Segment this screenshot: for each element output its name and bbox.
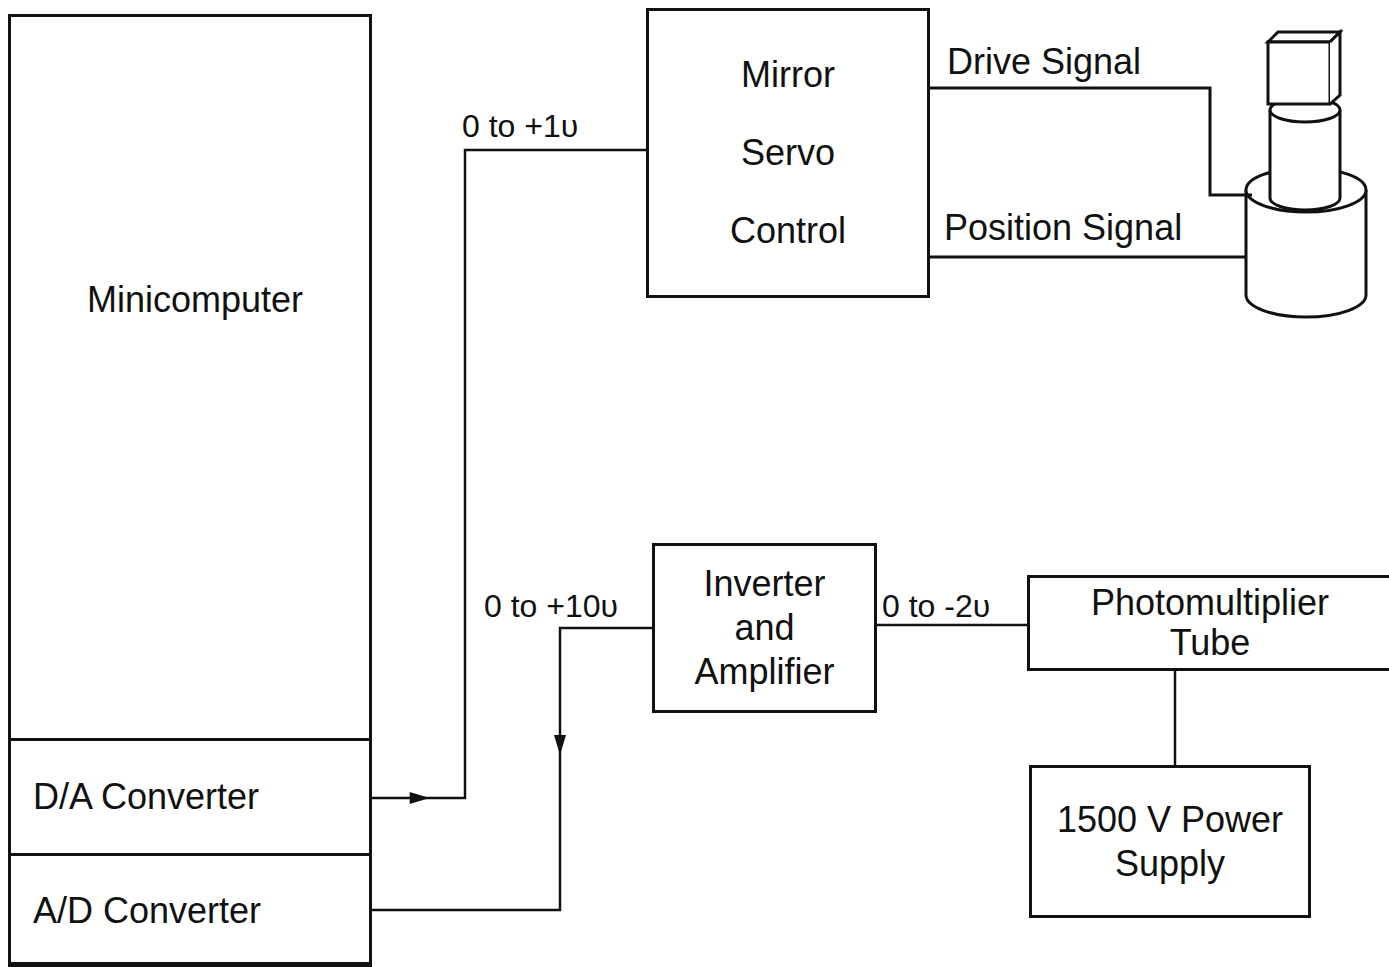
signal-connector (877, 625, 1027, 626)
box-label: 1500 V Power Supply (1055, 798, 1285, 886)
process-box: Mirror Servo Control (646, 8, 930, 298)
box-label: Inverter and Amplifier (670, 562, 860, 694)
box-label: A/D Converter (33, 890, 261, 932)
drive-wire (930, 88, 1252, 195)
connector-line (1174, 671, 1177, 765)
box-label: Minicomputer (87, 279, 303, 321)
signal-name: Drive Signal (945, 44, 1143, 80)
mirror-side (1330, 32, 1340, 104)
connector-line (877, 624, 1027, 627)
voltage-range-label: 0 to +1υ (460, 110, 580, 142)
mirror-face (1268, 42, 1330, 104)
signal-connector (372, 150, 646, 804)
process-box: D/A Converter (8, 738, 372, 856)
arrowhead (410, 792, 430, 804)
connector-line (372, 150, 646, 798)
box-label: Photomultiplier Tube (1060, 583, 1360, 663)
connector-line (372, 628, 652, 910)
arrowhead (554, 735, 566, 755)
upper-cylinder (1270, 110, 1340, 210)
process-box: A/D Converter (8, 853, 372, 967)
galvanometer (930, 32, 1366, 317)
voltage-range-label: 0 to +10υ (482, 590, 620, 622)
process-box: MinicomputerD/A ConverterA/D Converter (8, 14, 372, 965)
process-box: Photomultiplier Tube (1027, 575, 1389, 671)
voltage-range-label: 0 to -2υ (880, 590, 992, 622)
position-wire (930, 256, 1246, 259)
box-label: Mirror Servo Control (698, 36, 878, 270)
signal-connector (1175, 671, 1176, 765)
process-box: Inverter and Amplifier (652, 543, 877, 713)
box-label: D/A Converter (33, 776, 259, 818)
process-box: 1500 V Power Supply (1029, 765, 1311, 918)
signal-name: Position Signal (942, 210, 1184, 246)
signal-connector (372, 628, 652, 910)
